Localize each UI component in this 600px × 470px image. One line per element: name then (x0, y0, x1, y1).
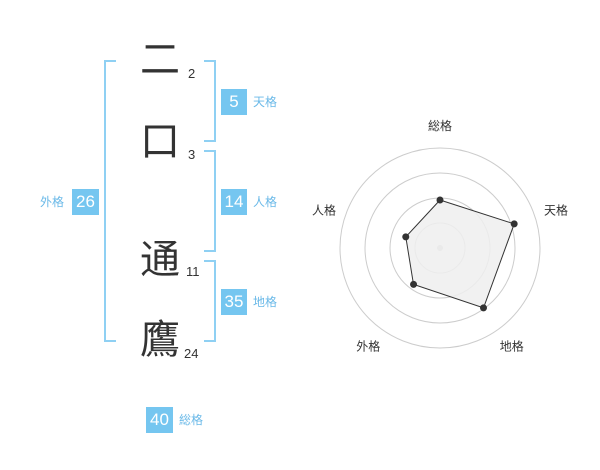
radar-area (405, 199, 515, 309)
radar-point (436, 196, 444, 204)
radar-point (510, 220, 518, 228)
radar-point (410, 280, 418, 288)
radar-axis-label: 人格 (312, 202, 336, 217)
jinkaku-label: 人格 (253, 195, 278, 209)
stroke-count-2: 3 (188, 147, 196, 162)
tenkaku-label: 天格 (253, 95, 278, 109)
radar-ring (364, 172, 516, 324)
radar-point (479, 304, 487, 312)
radar-ring (339, 147, 541, 349)
radar-axis-label: 総格 (428, 118, 452, 133)
radar-axis-label: 地格 (500, 339, 524, 354)
chikaku-badge: 35 (221, 289, 247, 315)
jinkaku-bracket (204, 150, 216, 252)
gaikaku-badge: 26 (72, 189, 99, 215)
name-char-2: 口 (140, 119, 180, 165)
radar-axis-label: 外格 (356, 339, 380, 354)
soukaku-label: 総格 (179, 413, 204, 427)
chikaku-bracket (204, 260, 216, 342)
name-char-3: 通 (140, 237, 180, 283)
radar-axis-label: 天格 (544, 202, 568, 217)
jinkaku-badge: 14 (221, 189, 247, 215)
gaikaku-label: 外格 (40, 195, 65, 209)
chikaku-label: 地格 (253, 295, 278, 309)
name-char-4: 鷹 (140, 317, 180, 363)
stroke-count-1: 2 (188, 66, 196, 81)
soukaku-badge: 40 (146, 407, 173, 433)
tenkaku-bracket (204, 60, 216, 142)
name-char-1: 二 (140, 37, 180, 83)
radar-point (402, 233, 410, 241)
stroke-count-4: 24 (184, 346, 199, 361)
gaikaku-bracket (104, 60, 116, 342)
tenkaku-badge: 5 (221, 89, 247, 115)
stroke-count-3: 11 (186, 264, 200, 279)
